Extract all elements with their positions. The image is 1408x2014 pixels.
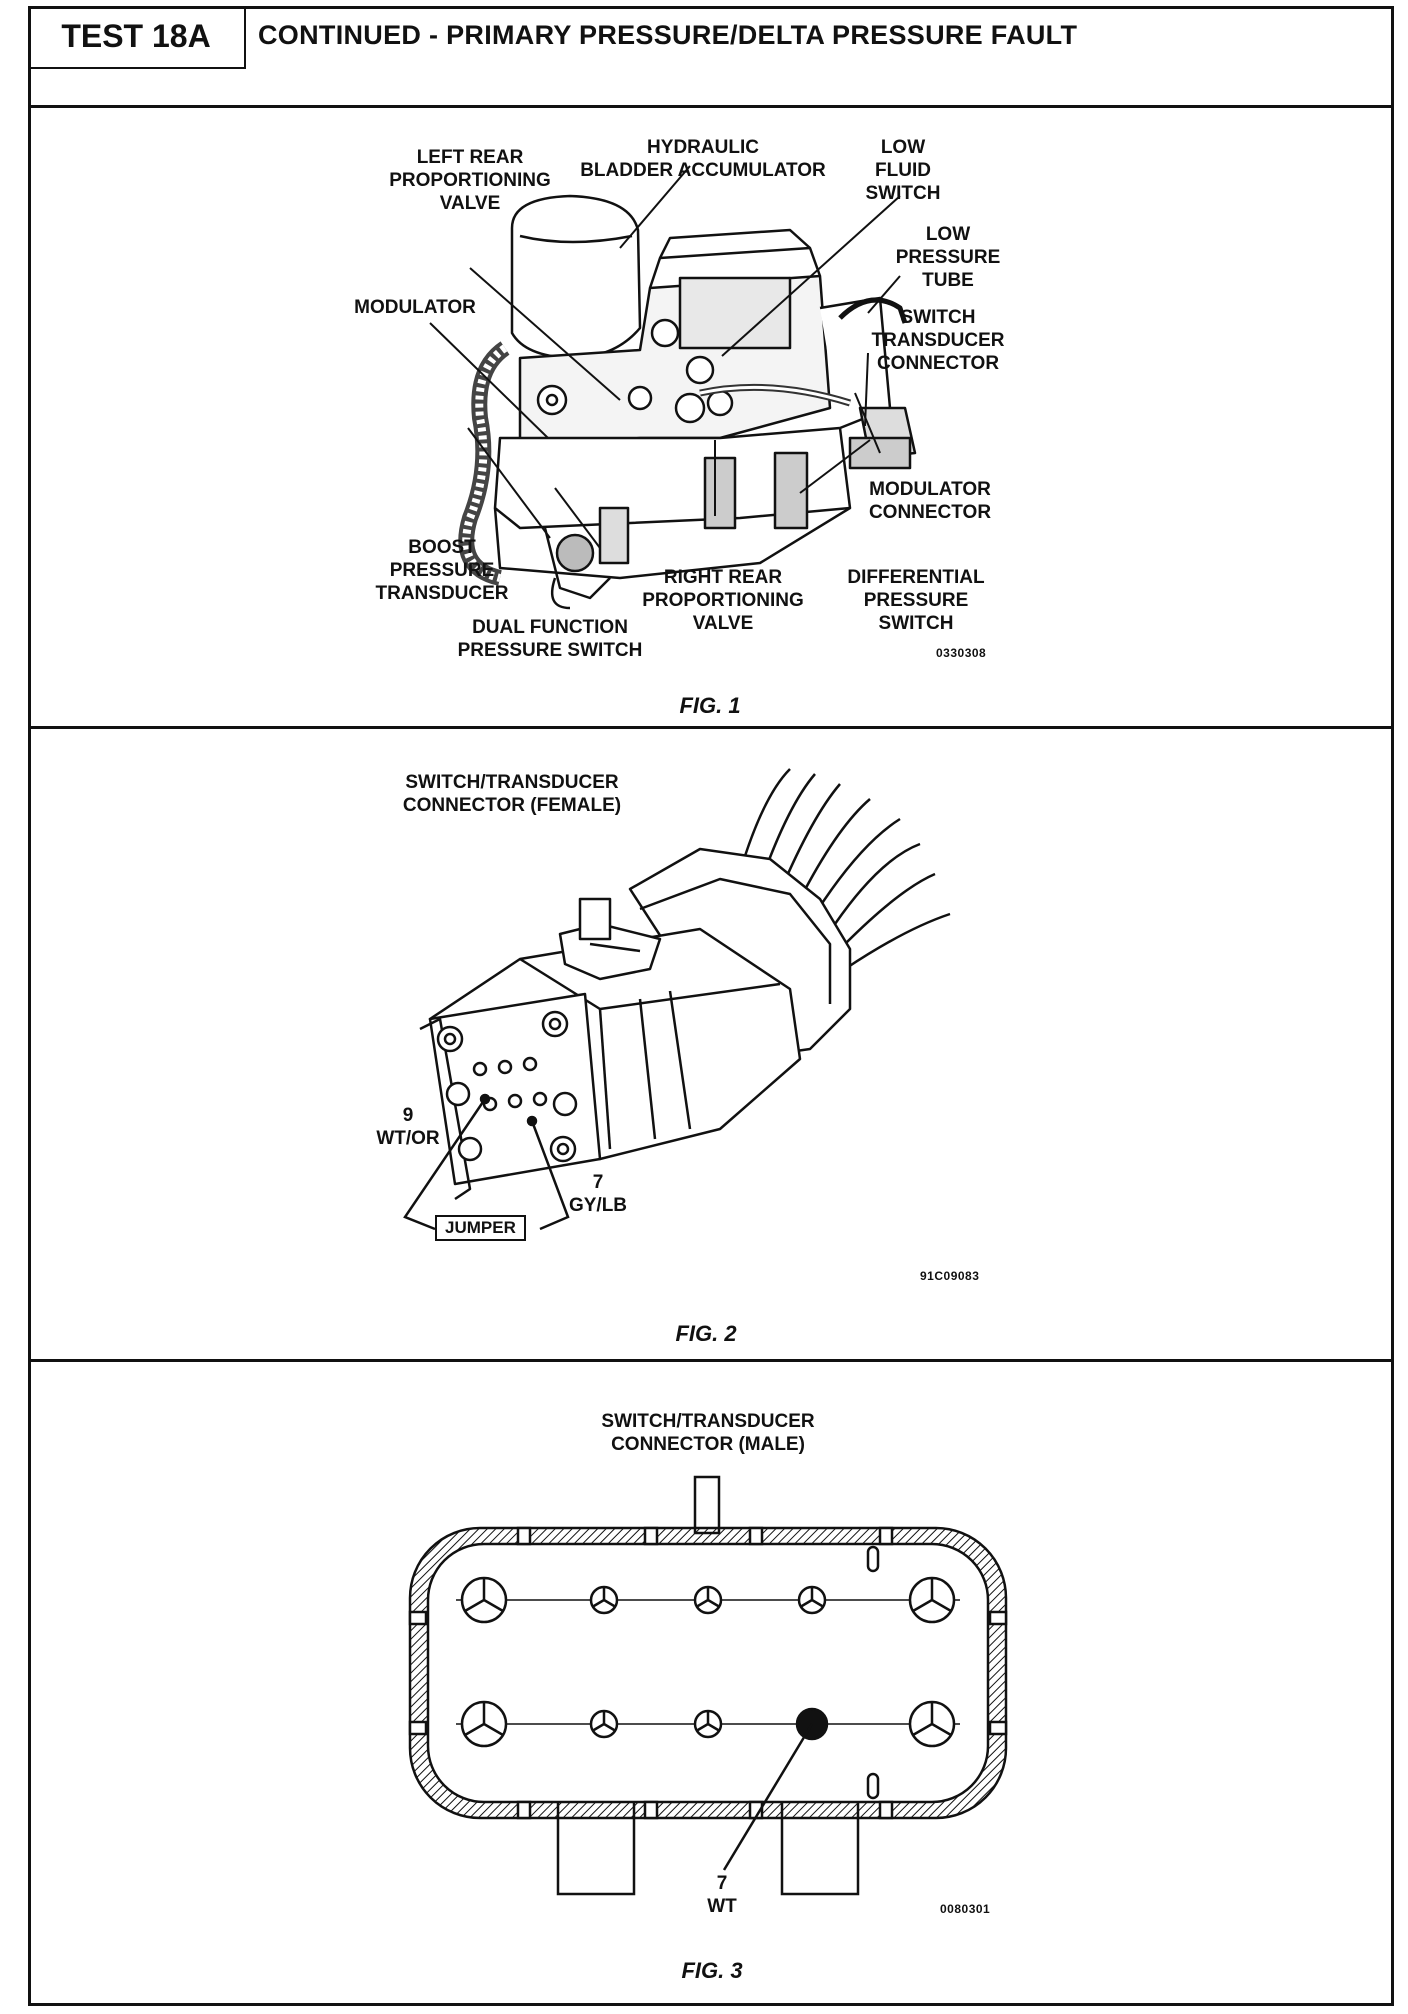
page-title: CONTINUED - PRIMARY PRESSURE/DELTA PRESS…: [258, 20, 1078, 50]
fig2-caption: FIG. 2: [675, 1321, 737, 1346]
fig1-illustration: [429, 165, 917, 610]
fig3-caption: FIG. 3: [681, 1958, 743, 1983]
label-right-rear-valve: RIGHT REAR PROPORTIONING VALVE: [642, 567, 804, 634]
label-pin7: 7 GY/LB: [568, 1172, 628, 1216]
fig2-section: SWITCH/TRANSDUCER CONNECTOR (FEMALE) 9 W…: [0, 729, 1408, 1359]
section-divider: [28, 1359, 1394, 1362]
label-switch-transducer-connector: SWITCH TRANSDUCER CONNECTOR: [871, 307, 1005, 374]
section-divider: [28, 726, 1394, 729]
label-modulator: MODULATOR: [354, 297, 476, 318]
label-hydraulic-accumulator: HYDRAULIC BLADDER ACCUMULATOR: [580, 137, 826, 181]
fig1-number: 0330308: [936, 646, 987, 660]
fig3-connector: [408, 1475, 1008, 1896]
fig3-number: 0080301: [940, 1902, 991, 1916]
page-border: [28, 6, 1394, 2006]
label-left-rear-valve: LEFT REAR PROPORTIONING VALVE: [389, 147, 551, 214]
fig1-section: LEFT REAR PROPORTIONING VALVE HYDRAULIC …: [0, 108, 1408, 726]
label-low-pressure-tube: LOW PRESSURE TUBE: [895, 224, 1001, 291]
label-pin9: 9 WT/OR: [376, 1105, 440, 1149]
label-pin7-wt: 7 WT: [707, 1873, 737, 1917]
fig3-section: SWITCH/TRANSDUCER CONNECTOR (MALE) 7 WT …: [0, 1362, 1408, 2002]
fig2-illustration: [403, 768, 951, 1231]
fig2-title: SWITCH/TRANSDUCER CONNECTOR (FEMALE): [402, 772, 622, 816]
test-id-box: TEST 18A: [28, 6, 246, 69]
fig2-number: 91C09083: [920, 1269, 980, 1283]
page-header: TEST 18A CONTINUED - PRIMARY PRESSURE/DE…: [28, 6, 1394, 108]
label-modulator-connector: MODULATOR CONNECTOR: [868, 479, 992, 523]
jumper-box: JUMPER: [435, 1215, 526, 1241]
label-dual-function-switch: DUAL FUNCTION PRESSURE SWITCH: [457, 617, 643, 661]
label-low-fluid-switch: LOW FLUID SWITCH: [865, 137, 941, 204]
fig3-title: SWITCH/TRANSDUCER CONNECTOR (MALE): [601, 1411, 815, 1455]
label-boost-pressure-transducer: BOOST PRESSURE TRANSDUCER: [375, 537, 509, 604]
label-differential-pressure-switch: DIFFERENTIAL PRESSURE SWITCH: [847, 567, 985, 634]
fig1-caption: FIG. 1: [679, 693, 741, 718]
